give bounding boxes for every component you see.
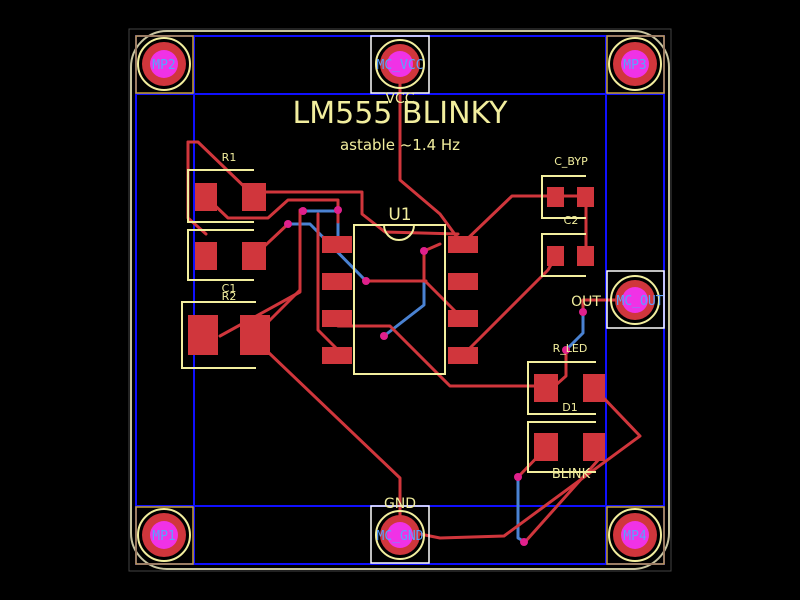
pad-vcc (375, 39, 425, 89)
gnd-label: GND (384, 496, 416, 512)
mounting-hole-boxes (135, 35, 665, 565)
c2-label: C2 (564, 214, 579, 227)
d1-footprint: D1 BLINK (527, 401, 605, 482)
out-label: OUT (571, 294, 601, 310)
c1-footprint: C1 (187, 229, 266, 295)
pad-mp3 (608, 37, 662, 91)
pad-gnd (375, 510, 425, 560)
vcc-label: VCC (385, 91, 414, 107)
pad-mp2 (137, 37, 191, 91)
pad-net-labels: MP2 MP3 MP1 MP4 MC_VCC MC_GND MC_OUT (152, 58, 663, 544)
mp1-label: MP1 (152, 529, 175, 544)
r-led-footprint: R_LED (527, 342, 605, 415)
c-byp-label: C_BYP (554, 155, 588, 168)
u1-notch (383, 224, 415, 241)
u1-footprint: U1 (322, 205, 478, 375)
out-pad-label: MC_OUT (617, 294, 664, 309)
c-byp-footprint: C_BYP (541, 155, 594, 219)
c2-footprint: C2 (541, 214, 594, 277)
board-outline (130, 30, 670, 570)
mp4-label: MP4 (623, 529, 647, 544)
pad-mp1 (137, 508, 191, 562)
blink-label: BLINK (552, 467, 591, 482)
pad-out (610, 275, 660, 325)
u1-body-outline (353, 224, 446, 375)
board-subtitle: astable ~1.4 Hz (340, 136, 460, 154)
pad-mp4 (608, 508, 662, 562)
mp3-label: MP3 (623, 58, 646, 73)
board-edge-outer (128, 28, 672, 572)
gnd-connector-box (370, 505, 430, 564)
gnd-pad-label: MC_GND (377, 529, 424, 544)
r1-footprint: R1 (187, 151, 266, 223)
round-pads (137, 37, 662, 562)
r2-footprint: R2 (181, 290, 270, 369)
vias (284, 206, 587, 546)
r2-label: R2 (222, 290, 237, 303)
u1-label: U1 (388, 205, 411, 225)
board-title: LM555 BLINKY (293, 96, 509, 131)
u1-pads (322, 236, 478, 364)
mp2-label: MP2 (152, 58, 175, 73)
out-connector-box (606, 270, 665, 329)
r-led-label: R_LED (553, 342, 588, 355)
vcc-pad-label: MC_VCC (377, 58, 424, 73)
d1-label: D1 (562, 401, 577, 414)
c1-label: C1 (222, 282, 237, 295)
r1-label: R1 (222, 151, 237, 164)
vcc-connector-box (370, 35, 430, 94)
